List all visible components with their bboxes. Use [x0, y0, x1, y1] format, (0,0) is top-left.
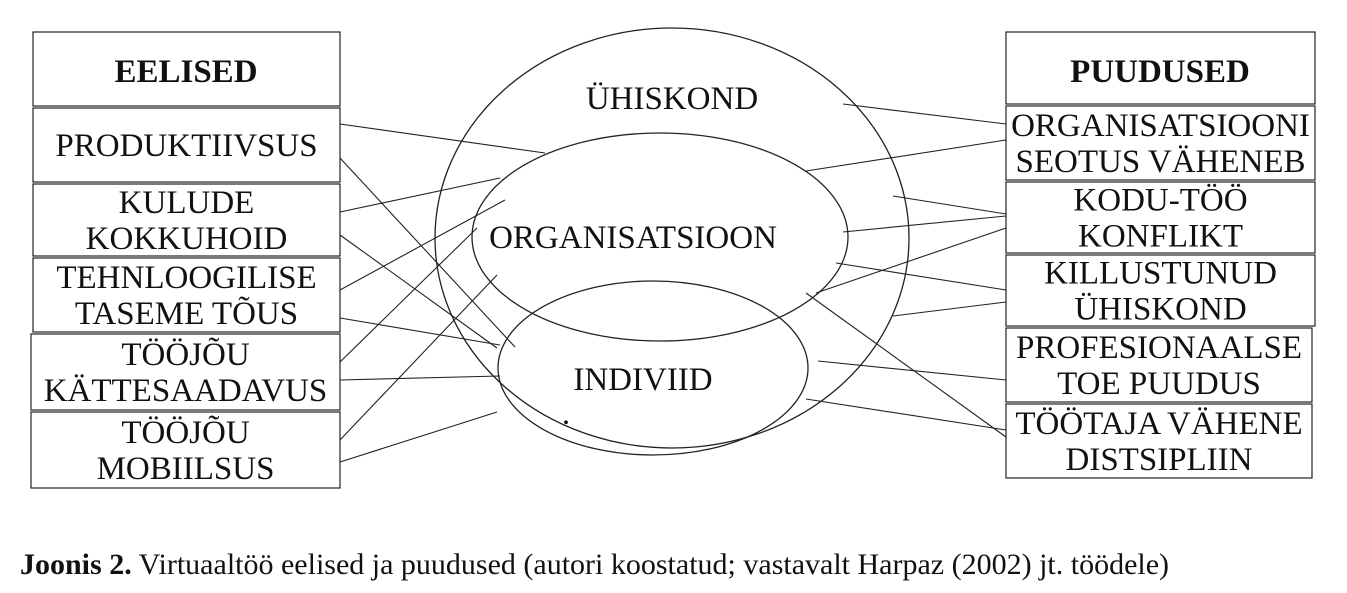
left-item-label: TÖÖJÕU — [121, 414, 249, 451]
left-item-label: KULUDE — [119, 185, 255, 221]
left-item-label: MOBIILSUS — [97, 451, 275, 487]
right-item-label: ÜHISKOND — [1074, 292, 1246, 328]
connector-line — [339, 411, 498, 463]
right-header: PUUDUSED — [1070, 54, 1250, 90]
individual-ellipse — [497, 280, 809, 456]
right-item-label: KONFLIKT — [1078, 219, 1243, 255]
right-item-box — [1005, 327, 1313, 403]
organisation-ellipse — [471, 132, 849, 342]
individual-label: INDIVIID — [573, 362, 712, 398]
right-item-label: KODU-TÖÖ — [1073, 183, 1247, 219]
right-item-box — [1005, 403, 1313, 479]
dot-mark: . — [562, 396, 570, 432]
connector-line — [339, 123, 546, 154]
connector-line — [892, 301, 1007, 317]
connector-line — [842, 215, 1007, 233]
left-item-box — [32, 107, 341, 183]
right-item-box — [1005, 105, 1316, 181]
connector-line — [842, 103, 1007, 125]
left-column: EELISED PRODUKTIIVSUS KULUDEKOKKUHOIDTEHN… — [30, 31, 341, 489]
connector-line — [805, 139, 1007, 172]
left-item-label: KOKKUHOID — [86, 221, 288, 257]
connector-line — [339, 317, 501, 346]
caption-label: Joonis 2. — [20, 548, 132, 581]
connector-line — [339, 234, 498, 349]
connector-line — [339, 227, 478, 363]
left-header-box — [32, 31, 341, 107]
right-item-label: TOE PUUDUS — [1057, 366, 1261, 402]
connection-lines — [339, 103, 1007, 463]
organisation-label: ORGANISATSIOON — [489, 220, 777, 256]
caption-text: Virtuaaltöö eelised ja puudused (autori … — [131, 548, 1170, 581]
right-header-box — [1005, 31, 1316, 105]
right-item-box — [1005, 181, 1316, 254]
connector-line — [835, 262, 1007, 291]
left-item-label: KÄTTESAADAVUS — [44, 373, 328, 409]
left-item-box — [32, 183, 341, 257]
right-item-label: SEOTUS VÄHENEB — [1016, 144, 1306, 180]
left-item-box — [30, 411, 341, 489]
left-item-label: PRODUKTIIVSUS — [55, 128, 317, 164]
left-header: EELISED — [114, 54, 257, 90]
connector-line — [339, 274, 498, 441]
right-item-label: DISTSIPLIIN — [1066, 442, 1253, 478]
figure-caption: Joonis 2. Virtuaaltöö eelised ja puuduse… — [20, 548, 1169, 582]
connector-line — [805, 398, 1007, 431]
diagram: ÜHISKOND ORGANISATSIOON INDIVIID . EELIS… — [30, 27, 1316, 489]
right-item-label: ORGANISATSIOONI — [1011, 108, 1310, 144]
society-circle — [434, 27, 910, 449]
left-item-box — [32, 257, 341, 333]
connector-line — [817, 360, 1007, 381]
connector-line — [339, 375, 501, 381]
connector-line — [339, 177, 501, 213]
right-item-label: KILLUSTUNUD — [1044, 256, 1277, 292]
right-item-box — [1005, 254, 1316, 327]
left-item-label: TASEME TÕUS — [75, 295, 298, 332]
connector-line — [892, 195, 1007, 215]
connector-line — [805, 292, 1007, 438]
connector-line — [339, 157, 516, 348]
left-item-label: TEHNLOOGILISE — [56, 260, 316, 296]
connector-line — [815, 227, 1007, 294]
right-item-label: TÖÖTAJA VÄHENE — [1015, 406, 1302, 442]
society-label: ÜHISKOND — [586, 81, 758, 117]
connector-line — [339, 199, 506, 291]
left-item-box — [30, 333, 341, 411]
right-item-label: PROFESIONAALSE — [1016, 330, 1302, 366]
left-item-label: TÖÖJÕU — [121, 336, 249, 373]
